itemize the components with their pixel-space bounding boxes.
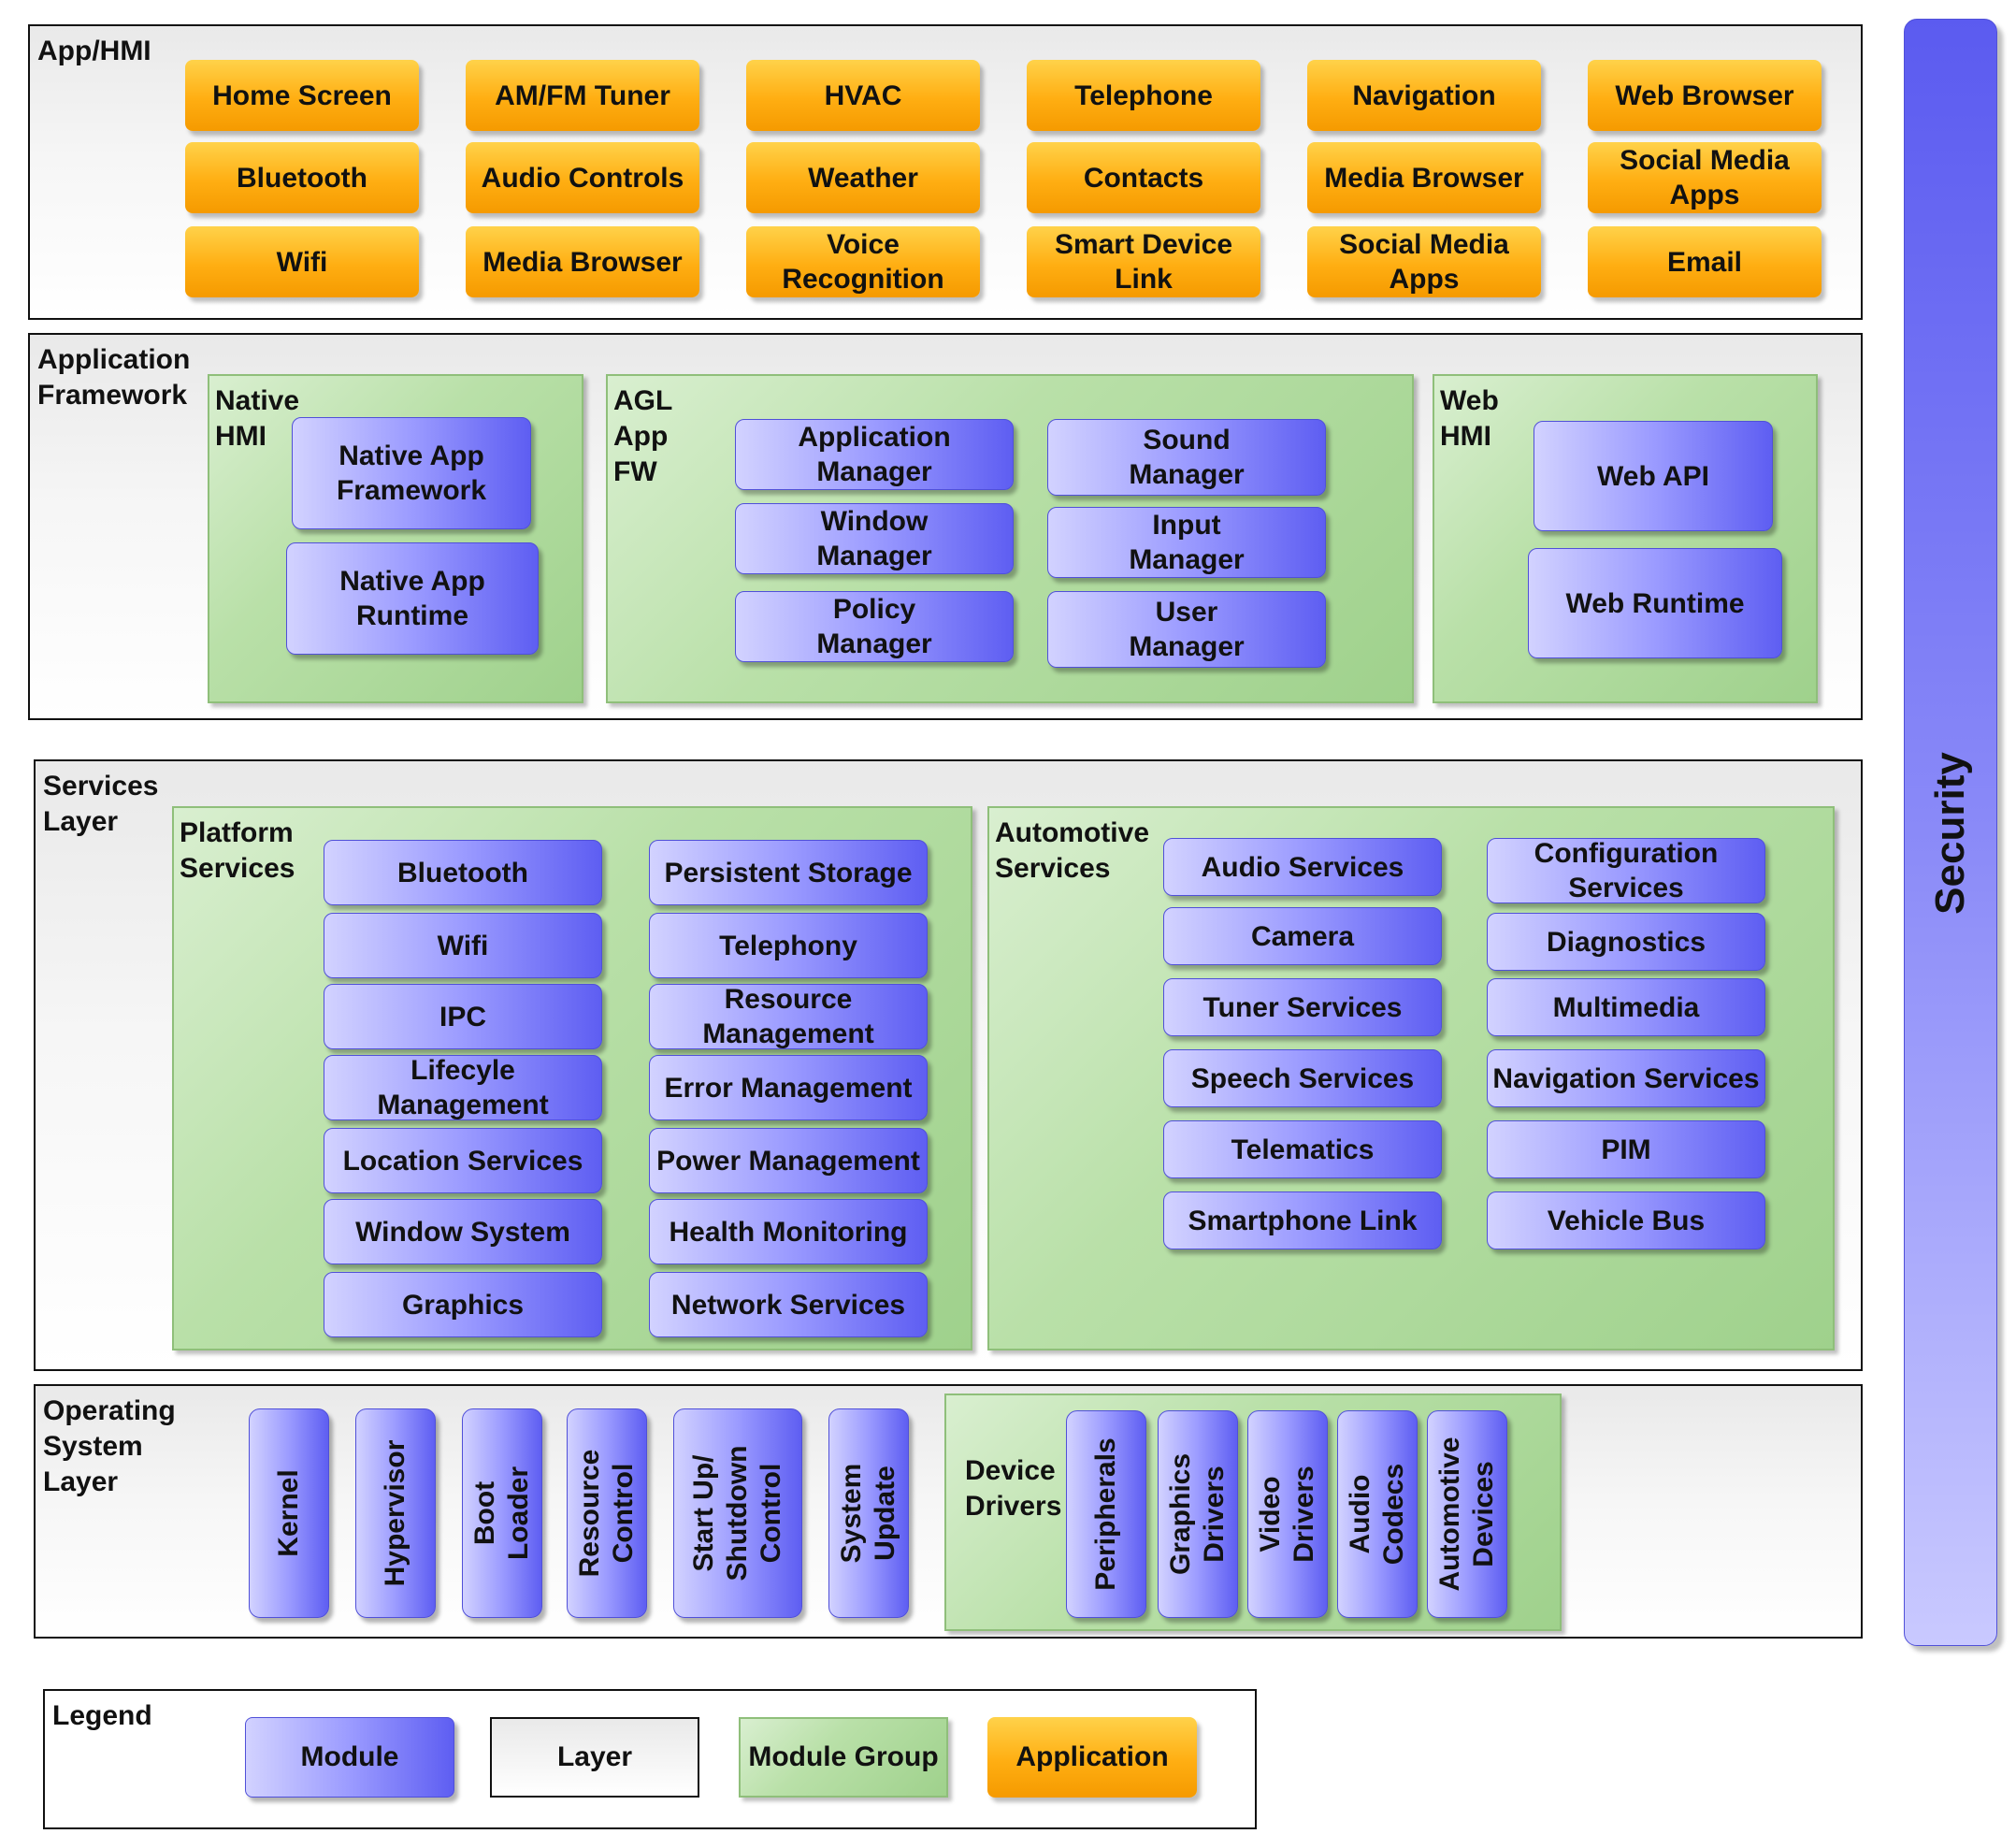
security-bar: Security (1904, 19, 1997, 1646)
app-telephone: Telephone (1027, 60, 1260, 131)
driver-automotive-devices: Automotive Devices (1427, 1410, 1507, 1618)
app-hvac: HVAC (746, 60, 980, 131)
driver-audio-label: Audio Codecs (1345, 1463, 1409, 1566)
platform-health-monitoring: Health Monitoring (649, 1199, 928, 1264)
app-web-browser: Web Browser (1588, 60, 1822, 131)
app-email: Email (1588, 226, 1822, 297)
auto-speech-services: Speech Services (1163, 1049, 1442, 1107)
app-contacts: Contacts (1027, 142, 1260, 213)
os-startup-shutdown-control: Start Up/ Shutdown Control (673, 1408, 802, 1618)
auto-telematics: Telematics (1163, 1120, 1442, 1178)
driver-video-label: Video Drivers (1255, 1466, 1319, 1563)
app-hmi-title: App/HMI (37, 36, 151, 66)
native-hmi-title: Native HMI (215, 385, 300, 452)
auto-configuration-services: Configuration Services (1487, 838, 1765, 903)
legend-module: Module (245, 1717, 454, 1798)
application-manager: Application Manager (735, 419, 1014, 490)
legend-application: Application (987, 1717, 1197, 1798)
app-navigation: Navigation (1307, 60, 1541, 131)
os-kernel: Kernel (249, 1408, 329, 1618)
platform-bluetooth: Bluetooth (324, 840, 602, 905)
platform-lifecycle-management: Lifecyle Management (324, 1055, 602, 1120)
driver-peripherals-label: Peripherals (1090, 1437, 1121, 1591)
os-startup-shutdown-label: Start Up/ Shutdown Control (688, 1445, 786, 1581)
auto-tuner-services: Tuner Services (1163, 978, 1442, 1036)
native-app-framework: Native App Framework (292, 417, 531, 529)
platform-services-title: Platform Services (180, 817, 295, 884)
os-resource-control-label: Resource Control (574, 1449, 639, 1578)
auto-diagnostics: Diagnostics (1487, 913, 1765, 971)
app-social-media-2: Social Media Apps (1307, 226, 1541, 297)
legend-title: Legend (52, 1700, 152, 1731)
app-wifi: Wifi (185, 226, 419, 297)
driver-graphics-drivers: Graphics Drivers (1158, 1410, 1238, 1618)
platform-graphics: Graphics (324, 1272, 602, 1337)
auto-navigation-services: Navigation Services (1487, 1049, 1765, 1107)
security-label: Security (1927, 752, 1973, 915)
input-manager: Input Manager (1047, 507, 1326, 578)
platform-wifi: Wifi (324, 913, 602, 978)
user-manager: User Manager (1047, 591, 1326, 668)
legend-module-group: Module Group (739, 1717, 948, 1798)
os-system-update: System Update (828, 1408, 909, 1618)
legend: Legend Module Layer Module Group Applica… (43, 1689, 1257, 1829)
native-app-runtime: Native App Runtime (286, 542, 539, 655)
driver-graphics-label: Graphics Drivers (1165, 1452, 1230, 1576)
os-resource-control: Resource Control (567, 1408, 647, 1618)
app-voice-recognition: Voice Recognition (746, 226, 980, 297)
app-audio-controls: Audio Controls (466, 142, 699, 213)
platform-telephony: Telephony (649, 913, 928, 978)
auto-vehicle-bus: Vehicle Bus (1487, 1191, 1765, 1249)
web-runtime: Web Runtime (1528, 548, 1782, 658)
os-kernel-label: Kernel (273, 1469, 304, 1557)
app-bluetooth: Bluetooth (185, 142, 419, 213)
automotive-services-title: Automotive Services (995, 817, 1149, 884)
sound-manager: Sound Manager (1047, 419, 1326, 496)
platform-ipc: IPC (324, 984, 602, 1049)
os-boot-loader-label: Boot Loader (469, 1466, 534, 1561)
policy-manager: Policy Manager (735, 591, 1014, 662)
platform-network-services: Network Services (649, 1272, 928, 1337)
platform-location-services: Location Services (324, 1128, 602, 1193)
auto-multimedia: Multimedia (1487, 978, 1765, 1036)
web-api: Web API (1534, 421, 1773, 531)
platform-error-management: Error Management (649, 1055, 928, 1120)
os-hypervisor: Hypervisor (355, 1408, 436, 1618)
app-social-media: Social Media Apps (1588, 142, 1822, 213)
platform-window-system: Window System (324, 1199, 602, 1264)
web-hmi-title: Web HMI (1440, 385, 1499, 452)
window-manager: Window Manager (735, 503, 1014, 574)
app-home-screen: Home Screen (185, 60, 419, 131)
auto-pim: PIM (1487, 1120, 1765, 1178)
app-framework-title: Application Framework (37, 344, 191, 411)
services-layer-title: Services Layer (43, 771, 159, 837)
platform-persistent-storage: Persistent Storage (649, 840, 928, 905)
device-drivers-title: Device Drivers (965, 1455, 1062, 1522)
driver-video-drivers: Video Drivers (1247, 1410, 1328, 1618)
driver-audio-codecs: Audio Codecs (1337, 1410, 1418, 1618)
platform-resource-management: Resource Management (649, 984, 928, 1049)
os-boot-loader: Boot Loader (462, 1408, 542, 1618)
auto-camera: Camera (1163, 907, 1442, 965)
app-weather: Weather (746, 142, 980, 213)
os-hypervisor-label: Hypervisor (380, 1439, 410, 1587)
os-layer-title: Operating System Layer (43, 1395, 176, 1497)
app-media-browser-2: Media Browser (466, 226, 699, 297)
app-smart-device-link: Smart Device Link (1027, 226, 1260, 297)
auto-smartphone-link: Smartphone Link (1163, 1191, 1442, 1249)
app-media-browser: Media Browser (1307, 142, 1541, 213)
driver-peripherals: Peripherals (1066, 1410, 1146, 1618)
agl-app-fw-title: AGL App FW (613, 385, 673, 487)
platform-power-management: Power Management (649, 1128, 928, 1193)
app-amfm-tuner: AM/FM Tuner (466, 60, 699, 131)
driver-automotive-label: Automotive Devices (1434, 1437, 1499, 1592)
os-system-update-label: System Update (836, 1463, 900, 1564)
auto-audio-services: Audio Services (1163, 838, 1442, 896)
legend-layer: Layer (490, 1717, 699, 1798)
